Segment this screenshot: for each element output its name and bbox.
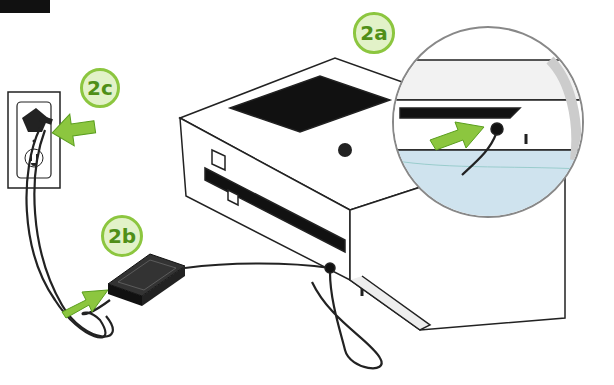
callout-circle: 2c bbox=[80, 68, 120, 108]
callout-number: 2c bbox=[87, 78, 113, 98]
callout-number: 2b bbox=[108, 226, 136, 246]
callout-circle: 2b bbox=[101, 215, 143, 257]
zoom-inset bbox=[390, 27, 600, 230]
power-adapter bbox=[108, 254, 185, 306]
callout-circle: 2a bbox=[353, 12, 394, 53]
green-arrows bbox=[50, 111, 484, 318]
callout-number: 2a bbox=[360, 23, 387, 43]
header-bar bbox=[0, 0, 50, 13]
